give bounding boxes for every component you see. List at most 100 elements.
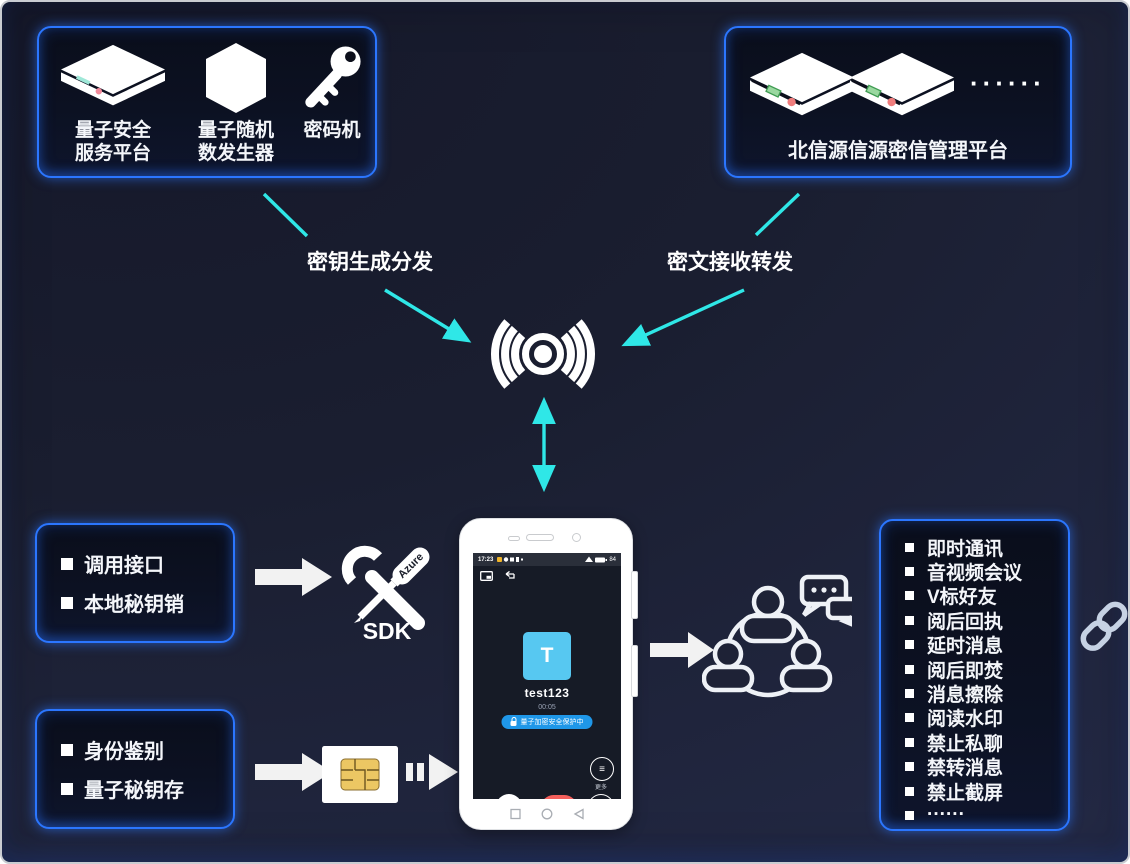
list-item: 身份鉴别 — [61, 735, 233, 764]
square-bullet — [905, 810, 914, 820]
square-bullet — [905, 737, 914, 747]
feature-item: 禁转消息 — [905, 755, 1068, 779]
speaker-grille — [526, 534, 554, 541]
square-bullet — [905, 591, 914, 601]
line-keygen-top — [262, 192, 309, 238]
dashed-arrow-head — [429, 754, 458, 790]
flow-label-keygen: 密钥生成分发 — [307, 251, 433, 274]
identity-box: 身份鉴别 量子秘钥存 — [35, 709, 235, 829]
android-nav-bar — [510, 808, 584, 820]
sim-card-icon — [322, 746, 398, 803]
group-chat-icon — [702, 574, 852, 698]
sdk-caption: SDK — [363, 618, 412, 644]
square-bullet — [905, 762, 914, 772]
feature-label: 禁止私聊 — [927, 733, 1004, 755]
dashed-arrow-bar-1 — [406, 763, 413, 781]
line-cipher-top — [754, 192, 801, 237]
battery-level: 84 — [609, 556, 616, 563]
feature-label: ······ — [927, 804, 965, 826]
feature-label: 阅后回执 — [927, 611, 1004, 633]
status-bar: 17:23 84 — [473, 553, 621, 566]
quantum-random-device: 量子随机 数发生器 — [183, 40, 289, 176]
sdk-tools-icon: Azure SDK — [341, 545, 430, 644]
features-box: 即时通讯 音视频会议 V标好友 阅后回执 延时消息 阅后即焚 消息擦除 阅读水印… — [879, 519, 1070, 831]
feature-item: 即时通讯 — [905, 535, 1068, 560]
secure-call-banner: 量子加密安全保护中 — [501, 715, 593, 729]
square-bullet — [905, 567, 914, 577]
status-time: 17:23 — [478, 556, 494, 563]
feature-label: 即时通讯 — [927, 538, 1004, 560]
quantum-service-device: 量子安全 服务平台 — [43, 40, 183, 176]
network-signal-icon — [491, 319, 595, 389]
device-label: 量子随机 数发生器 — [197, 120, 274, 164]
feature-item: 阅读水印 — [905, 706, 1068, 730]
device-label: 量子安全 服务平台 — [74, 120, 151, 164]
hexagon-icon — [206, 40, 266, 116]
item-label: 身份鉴别 — [84, 741, 164, 763]
callee-name: test123 — [524, 686, 570, 700]
feature-label: 消息擦除 — [927, 685, 1004, 707]
item-label: 调用接口 — [84, 555, 164, 577]
list-item: 调用接口 — [61, 549, 233, 578]
mic-button — [496, 794, 522, 799]
more-button: ≡ — [590, 757, 614, 781]
feature-item: 阅后回执 — [905, 608, 1068, 633]
feature-item: 延时消息 — [905, 633, 1068, 657]
flow-label-cipher: 密文接收转发 — [667, 251, 793, 274]
speaker-button — [588, 794, 614, 799]
feature-label: V标好友 — [927, 587, 997, 609]
cipher-machine-device: 密码机 — [289, 40, 375, 176]
dashed-arrow-bar-2 — [417, 763, 424, 781]
square-bullet — [61, 596, 73, 609]
square-bullet — [905, 713, 914, 723]
square-bullet — [61, 557, 73, 570]
call-timer: 00:05 — [538, 704, 556, 711]
front-camera — [572, 533, 581, 542]
feature-item: 禁止截屏 — [905, 779, 1068, 804]
back-arrow-icon — [505, 571, 515, 579]
lock-icon — [510, 717, 517, 726]
feature-item: 消息擦除 — [905, 681, 1068, 707]
list-item: 本地秘钥销 — [61, 588, 233, 617]
feature-item: V标好友 — [905, 584, 1068, 608]
call-top-icons — [480, 571, 515, 581]
square-bullet — [61, 743, 73, 756]
feature-item: 阅后即焚 — [905, 657, 1068, 682]
management-platform-box: ······ 北信源信源密信管理平台 — [724, 26, 1072, 178]
status-icons — [497, 557, 524, 562]
hangup-button — [541, 795, 577, 799]
arrow-identity-to-sim — [255, 753, 332, 791]
chain-link-icon — [1080, 601, 1128, 651]
volume-button — [631, 571, 638, 619]
list-item: 量子秘钥存 — [61, 774, 233, 803]
arrow-cipher-to-network — [621, 288, 745, 347]
server-icon — [850, 52, 955, 116]
item-label: 量子秘钥存 — [84, 780, 184, 802]
arrow-keygen-to-network — [384, 288, 472, 343]
arrow-api-to-sdk — [255, 558, 332, 596]
server-icon — [750, 52, 855, 116]
ellipsis-dots: ······ — [970, 67, 1046, 98]
pip-icon — [480, 571, 493, 581]
banner-text: 量子加密安全保护中 — [520, 719, 584, 726]
square-bullet — [905, 664, 914, 674]
feature-label: 禁止截屏 — [927, 782, 1004, 804]
phone-mockup: 17:23 84 — [459, 518, 638, 830]
api-box: 调用接口 本地秘钥销 — [35, 523, 235, 643]
avatar: T — [523, 632, 571, 680]
status-right: 84 — [585, 556, 616, 563]
power-button — [631, 645, 638, 697]
square-bullet — [905, 689, 914, 699]
feature-label: 延时消息 — [927, 636, 1004, 658]
more-label: 更多 — [594, 785, 607, 791]
feature-item: 音视频会议 — [905, 559, 1068, 584]
square-bullet — [905, 615, 914, 625]
feature-item: ······ — [905, 803, 1068, 827]
square-bullet — [905, 542, 914, 552]
feature-label: 禁转消息 — [927, 758, 1004, 780]
platform-label: 北信源信源密信管理平台 — [788, 140, 1008, 162]
feature-label: 阅后即焚 — [927, 660, 1004, 682]
wifi-icon — [585, 556, 594, 562]
key-icon — [301, 40, 363, 116]
